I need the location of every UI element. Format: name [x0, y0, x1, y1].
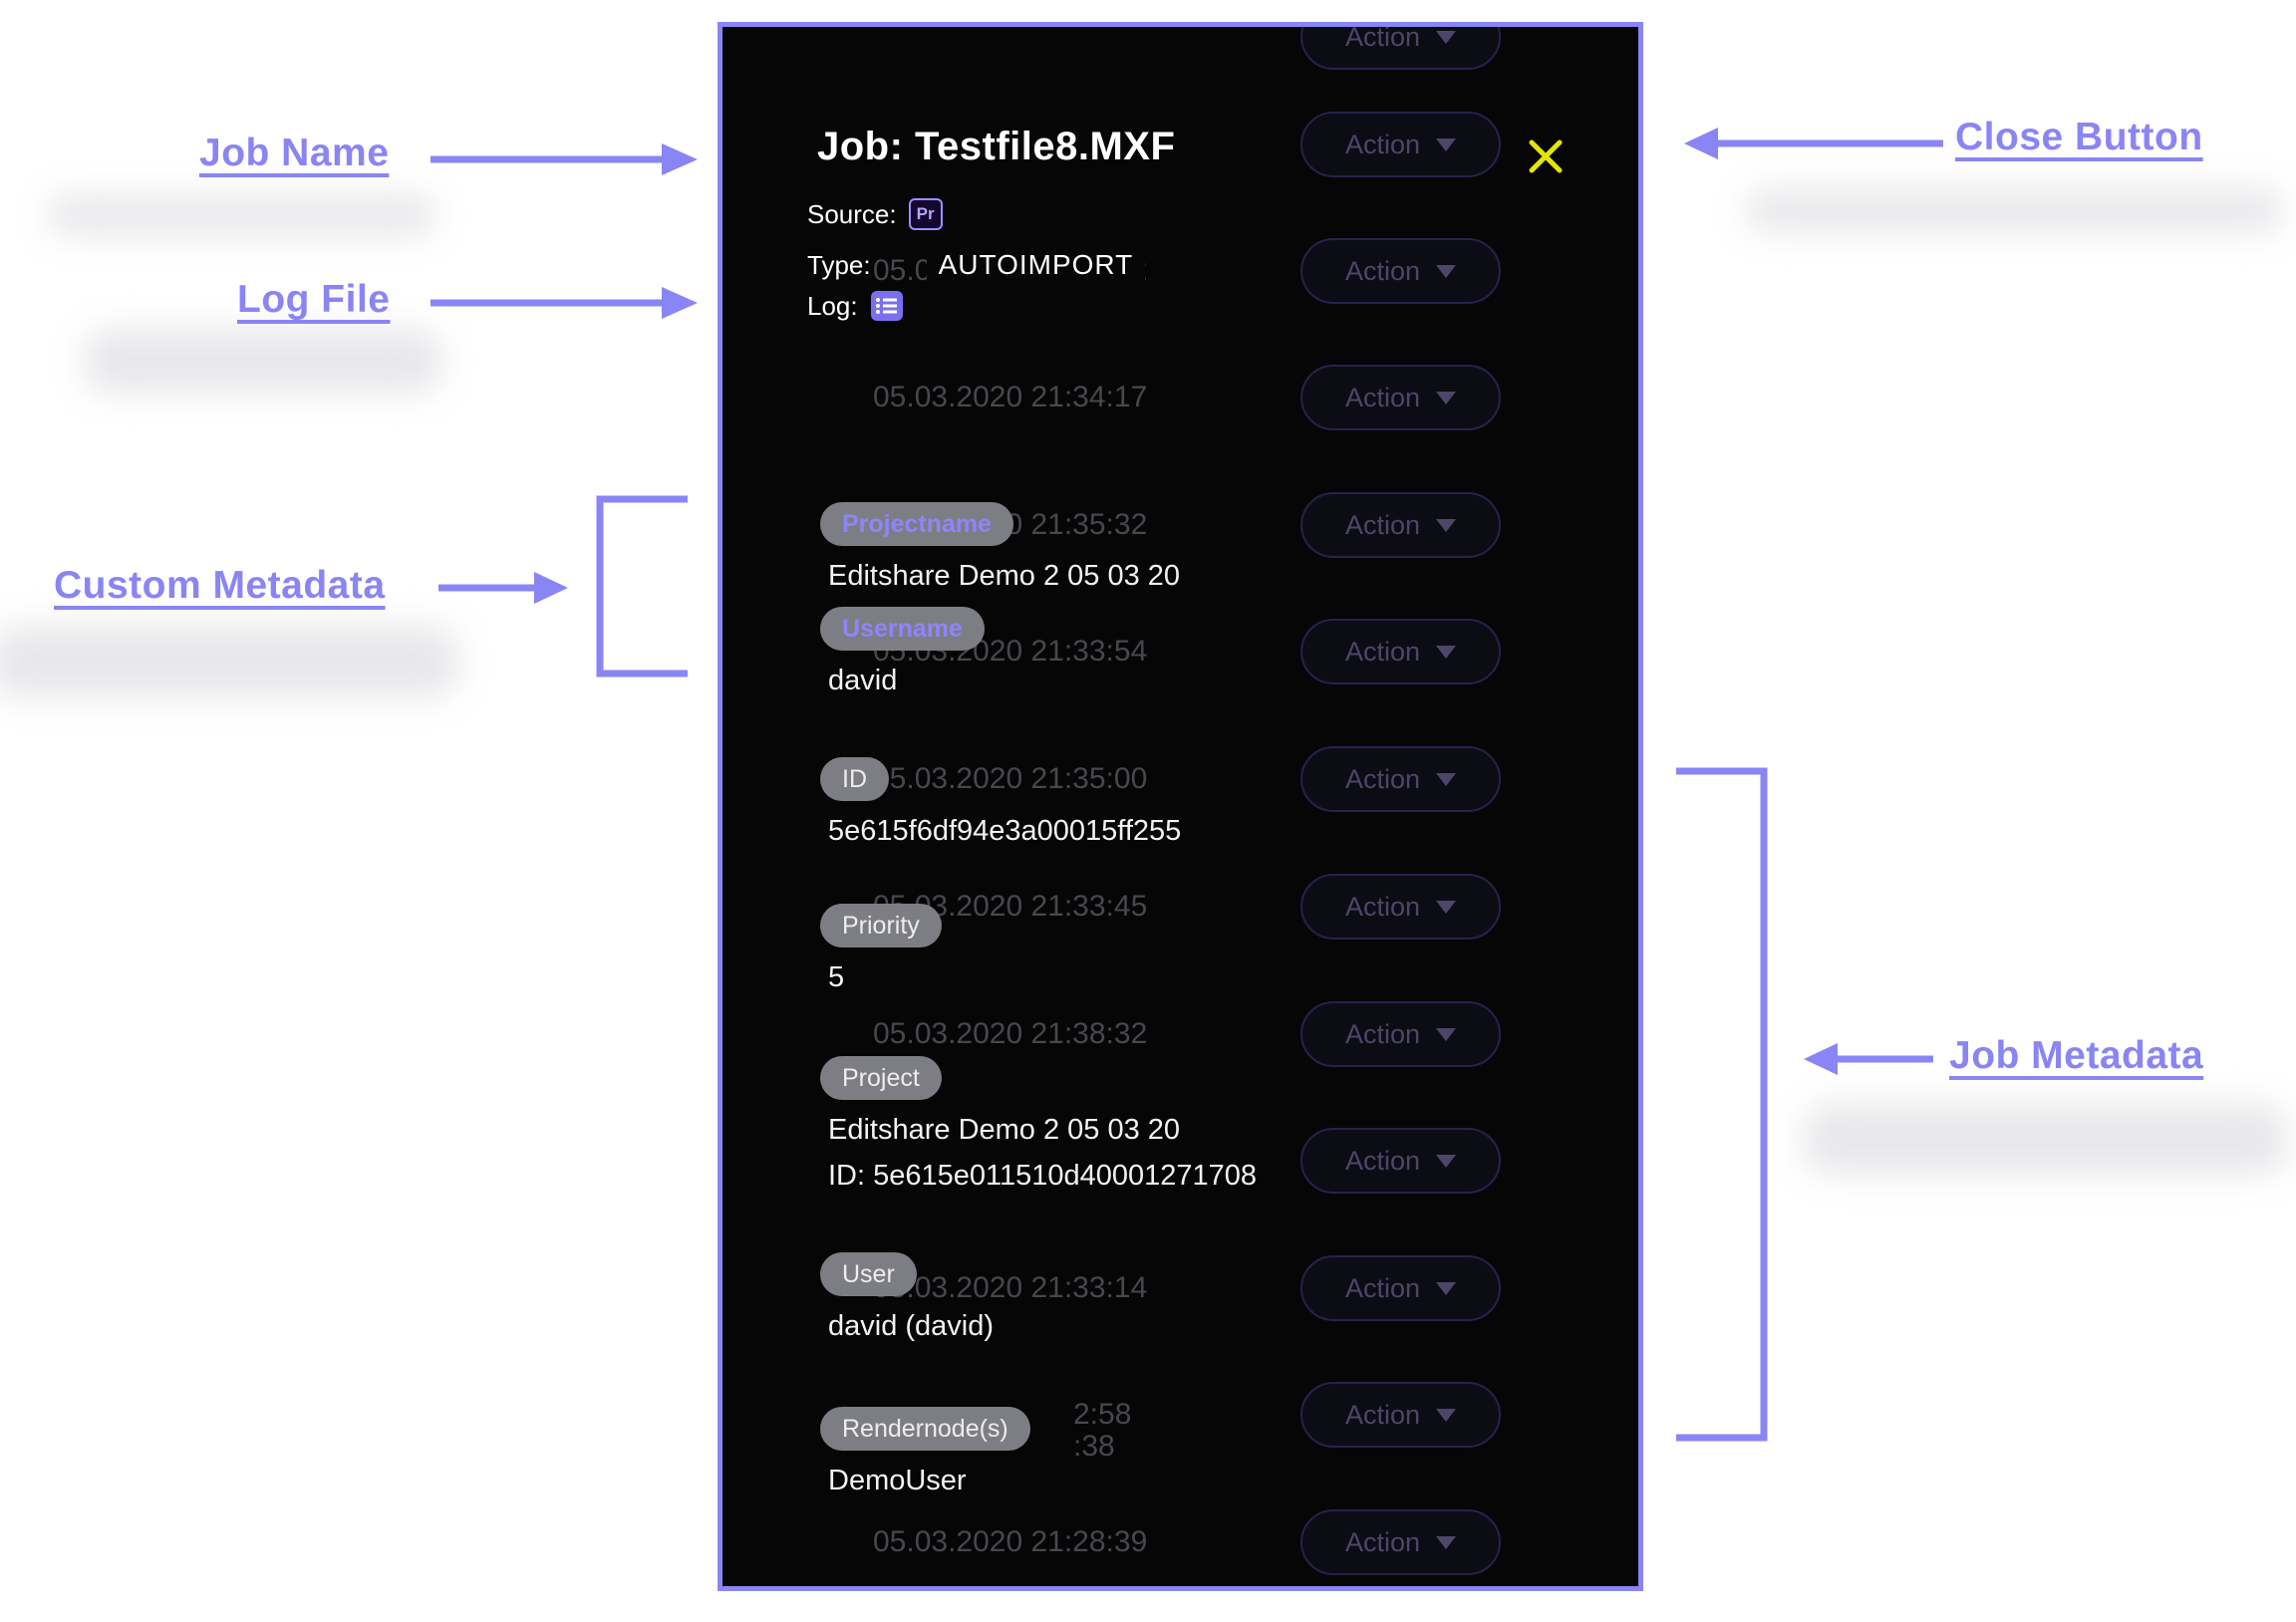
job-details-modal: Action Action 05.03.2020 21:31:52 Action… — [718, 22, 1643, 1591]
type-row: Type: AUTOIMPORT — [807, 246, 1146, 284]
field-value: DemoUser — [828, 1465, 967, 1496]
background-row: 05.03.2020 21:38:32 Action — [722, 1001, 1638, 1067]
background-row: 05.03.2020 21:35:00 Action — [722, 746, 1638, 812]
background-timestamp: 05.03.2020 21:28:39 — [873, 1525, 1148, 1558]
annotation-job-name: Job Name — [199, 132, 390, 174]
background-row: Action — [722, 112, 1638, 177]
field-value: Editshare Demo 2 05 03 20 — [828, 1114, 1181, 1146]
field-username: Username david — [820, 607, 985, 699]
action-dropdown: Action — [1300, 1255, 1501, 1321]
field-tag-chip: Username — [820, 607, 985, 651]
chevron-down-icon — [1436, 518, 1457, 532]
action-dropdown: Action — [1300, 1509, 1501, 1575]
annotation-job-metadata: Job Metadata — [1949, 1034, 2204, 1077]
background-smudge — [84, 329, 442, 393]
source-label: Source: — [807, 198, 897, 229]
chevron-down-icon — [1436, 264, 1457, 278]
field-id: ID 5e615f6df94e3a00015ff255 — [820, 757, 1181, 850]
background-timestamp: 2:58 — [1073, 1398, 1132, 1431]
chevron-down-icon — [1436, 645, 1457, 659]
action-dropdown: Action — [1300, 1128, 1501, 1194]
type-label: Type: — [807, 249, 871, 280]
premiere-icon: Pr — [908, 198, 943, 230]
background-row: 05.03.2020 21:33:54 Action — [722, 619, 1638, 684]
chevron-down-icon — [1436, 1027, 1457, 1041]
job-name-arrow — [430, 143, 698, 175]
annotation-custom-metadata: Custom Metadata — [54, 564, 386, 607]
background-timestamp-fragment: :38 — [1073, 1430, 1115, 1463]
background-row: 2:58 Action — [722, 1382, 1638, 1448]
background-smudge — [1804, 1104, 2287, 1174]
source-row: Source: Pr — [807, 198, 943, 230]
chevron-down-icon — [1436, 900, 1457, 914]
action-dropdown: Action — [1300, 365, 1501, 430]
field-tag-chip: Project — [820, 1056, 942, 1100]
log-row: Log: — [807, 290, 904, 322]
action-dropdown: Action — [1300, 492, 1501, 558]
chevron-down-icon — [1436, 1535, 1457, 1549]
background-row: Action — [722, 27, 1638, 70]
close-button-arrow — [1684, 128, 1943, 159]
action-dropdown: Action — [1300, 238, 1501, 304]
background-row: Action — [722, 1128, 1638, 1194]
field-value: ID: 5e615e011510d40001271708 — [828, 1155, 1270, 1197]
field-tag-chip: User — [820, 1252, 917, 1296]
log-label: Log: — [807, 290, 858, 321]
chevron-down-icon — [1436, 772, 1457, 786]
action-dropdown: Action — [1300, 746, 1501, 812]
background-smudge — [48, 195, 436, 235]
chevron-down-icon — [1436, 391, 1457, 405]
background-smudge — [0, 626, 458, 697]
action-dropdown: Action — [1300, 1001, 1501, 1067]
log-icon[interactable] — [870, 290, 904, 322]
action-dropdown: Action — [1300, 112, 1501, 177]
field-tag-chip: Rendernode(s) — [820, 1407, 1030, 1451]
annotation-log-file: Log File — [237, 278, 391, 321]
action-dropdown: Action — [1300, 874, 1501, 940]
background-timestamp: 05.03.2020 21:35:00 — [873, 762, 1148, 795]
background-row: 05.03.2020 21:33:14 Action — [722, 1255, 1638, 1321]
field-tag-chip: Priority — [820, 904, 942, 947]
job-metadata-bracket — [1676, 767, 1768, 1442]
log-file-arrow — [430, 287, 698, 319]
field-value: Editshare Demo 2 05 03 20 — [828, 560, 1181, 592]
background-row: 05.03.2020 21:28:39 Action — [722, 1509, 1638, 1575]
type-value: AUTOIMPORT — [926, 246, 1146, 284]
field-value: david — [828, 665, 898, 696]
field-projectname: Projectname Editshare Demo 2 05 03 20 — [820, 502, 1180, 595]
field-rendernodes: Rendernode(s) DemoUser — [820, 1407, 1030, 1499]
job-metadata-arrow — [1804, 1043, 1933, 1075]
background-row: 05.03.2020 21:34:17 Action — [722, 365, 1638, 430]
chevron-down-icon — [1436, 1154, 1457, 1168]
field-tag-chip: ID — [820, 757, 889, 801]
field-tag-chip: Projectname — [820, 502, 1014, 546]
chevron-down-icon — [1436, 1408, 1457, 1422]
action-dropdown: Action — [1300, 27, 1501, 70]
background-timestamp: 05.03.2020 21:34:17 — [873, 381, 1148, 413]
annotation-close-button: Close Button — [1955, 116, 2203, 158]
custom-metadata-arrow — [438, 572, 568, 604]
background-timestamp: 05.03.2020 21:38:32 — [873, 1017, 1148, 1050]
action-dropdown: Action — [1300, 1382, 1501, 1448]
action-dropdown: Action — [1300, 619, 1501, 684]
field-priority: Priority 5 — [820, 904, 942, 996]
close-icon — [1529, 139, 1563, 173]
field-value: 5e615f6df94e3a00015ff255 — [828, 815, 1182, 847]
field-value: 5 — [828, 961, 845, 993]
close-button[interactable] — [1520, 131, 1572, 182]
field-user: User david (david) — [820, 1252, 994, 1345]
background-timestamp: 05.03.2020 21:33:14 — [873, 1271, 1148, 1304]
chevron-down-icon — [1436, 1281, 1457, 1295]
chevron-down-icon — [1436, 30, 1457, 44]
job-title: Job: Testfile8.MXF — [817, 125, 1176, 168]
field-project: Project Editshare Demo 2 05 03 20 ID: 5e… — [820, 1056, 1270, 1197]
custom-metadata-bracket — [596, 495, 688, 677]
field-value: david (david) — [828, 1310, 995, 1342]
chevron-down-icon — [1436, 137, 1457, 151]
background-smudge — [1746, 189, 2284, 231]
